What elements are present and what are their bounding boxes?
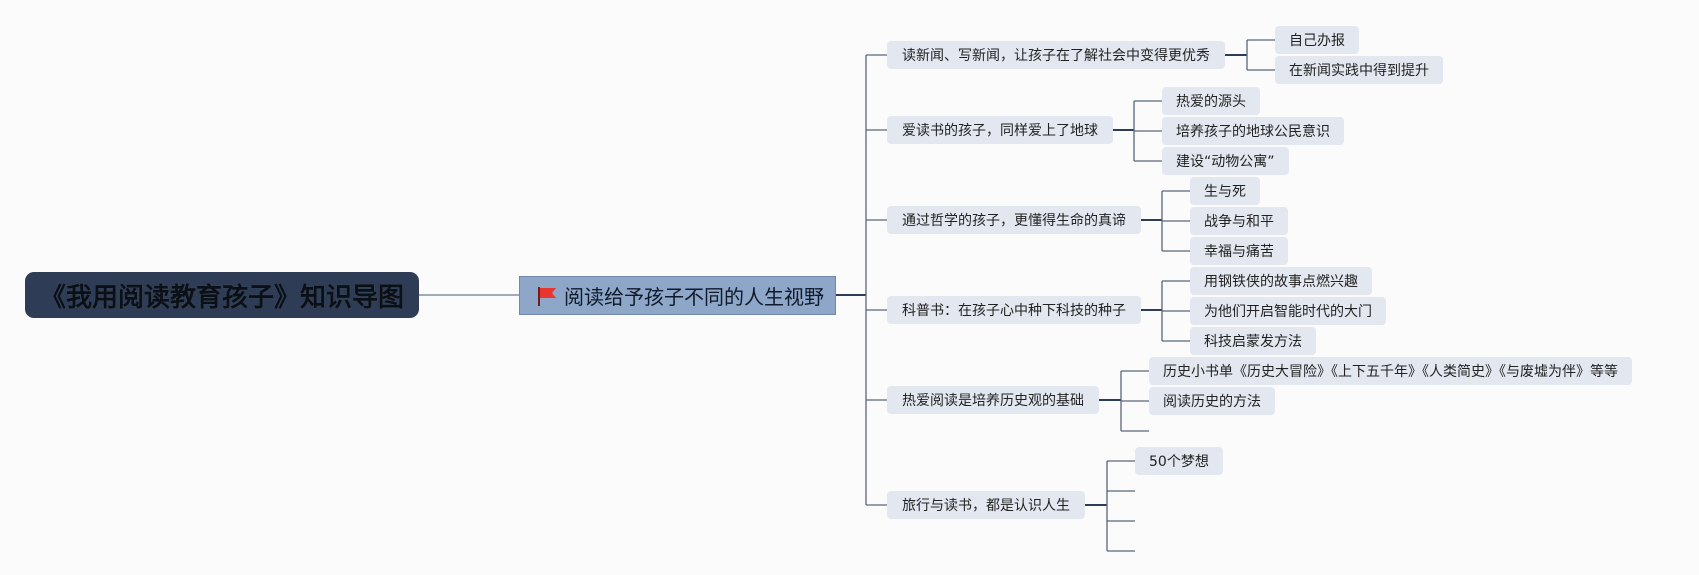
leaf-topic[interactable]: 自己办报 (1275, 26, 1359, 54)
leaf-topic-label: 建设“动物公寓” (1176, 154, 1275, 170)
leaf-topic[interactable]: 生与死 (1190, 177, 1260, 205)
branch-topic-label: 热爱阅读是培养历史观的基础 (902, 393, 1084, 409)
leaf-topic-label: 阅读历史的方法 (1163, 394, 1261, 410)
root-topic-label: 《我用阅读教育孩子》知识导图 (39, 282, 404, 313)
branch-topic[interactable]: 热爱阅读是培养历史观的基础 (887, 386, 1099, 414)
branch-topic-label: 爱读书的孩子，同样爱上了地球 (902, 123, 1098, 139)
branch-topic[interactable]: 旅行与读书，都是认识人生 (887, 491, 1085, 519)
branch-topic-label: 旅行与读书，都是认识人生 (902, 498, 1070, 514)
leaf-topic[interactable]: 幸福与痛苦 (1190, 237, 1288, 265)
leaf-topic-label: 生与死 (1204, 184, 1246, 200)
leaf-topic[interactable]: 历史小书单《历史大冒险》《上下五千年》《人类简史》《与废墟为伴》等等 (1149, 357, 1632, 385)
leaf-topic-label: 历史小书单《历史大冒险》《上下五千年》《人类简史》《与废墟为伴》等等 (1163, 364, 1618, 380)
branch-topic-label: 读新闻、写新闻，让孩子在了解社会中变得更优秀 (902, 48, 1210, 64)
leaf-topic-label: 自己办报 (1289, 33, 1345, 49)
leaf-topic[interactable]: 用钢铁侠的故事点燃兴趣 (1190, 267, 1372, 295)
leaf-topic[interactable]: 培养孩子的地球公民意识 (1162, 117, 1344, 145)
leaf-topic-label: 战争与和平 (1204, 214, 1274, 230)
leaf-topic[interactable]: 科技启蒙发方法 (1190, 327, 1316, 355)
leaf-topic-label: 科技启蒙发方法 (1204, 334, 1302, 350)
leaf-topic-label: 培养孩子的地球公民意识 (1176, 124, 1330, 140)
leaf-topic-label: 为他们开启智能时代的大门 (1204, 304, 1372, 320)
branch-topic[interactable]: 科普书：在孩子心中种下科技的种子 (887, 296, 1141, 324)
leaf-topic[interactable]: 热爱的源头 (1162, 87, 1260, 115)
branch-topic-label: 科普书：在孩子心中种下科技的种子 (902, 303, 1126, 319)
leaf-topic[interactable]: 战争与和平 (1190, 207, 1288, 235)
leaf-topic[interactable]: 在新闻实践中得到提升 (1275, 56, 1443, 84)
leaf-topic-label: 用钢铁侠的故事点燃兴趣 (1204, 274, 1358, 290)
leaf-topic[interactable]: 阅读历史的方法 (1149, 387, 1275, 415)
branch-topic[interactable]: 通过哲学的孩子，更懂得生命的真谛 (887, 206, 1141, 234)
red-flag-icon (538, 286, 556, 306)
root-topic[interactable]: 《我用阅读教育孩子》知识导图 (25, 272, 419, 318)
leaf-topic-label: 50个梦想 (1149, 454, 1209, 470)
main-topic[interactable]: 阅读给予孩子不同的人生视野 (519, 276, 836, 315)
leaf-topic-label: 幸福与痛苦 (1204, 244, 1274, 260)
branch-topic[interactable]: 爱读书的孩子，同样爱上了地球 (887, 116, 1113, 144)
leaf-topic-label: 在新闻实践中得到提升 (1289, 63, 1429, 79)
leaf-topic[interactable]: 为他们开启智能时代的大门 (1190, 297, 1386, 325)
leaf-topic-label: 热爱的源头 (1176, 94, 1246, 110)
leaf-topic[interactable]: 建设“动物公寓” (1162, 147, 1289, 175)
leaf-topic[interactable]: 50个梦想 (1135, 447, 1223, 475)
main-topic-label: 阅读给予孩子不同的人生视野 (564, 285, 824, 309)
branch-topic[interactable]: 读新闻、写新闻，让孩子在了解社会中变得更优秀 (887, 41, 1225, 69)
branch-topic-label: 通过哲学的孩子，更懂得生命的真谛 (902, 213, 1126, 229)
